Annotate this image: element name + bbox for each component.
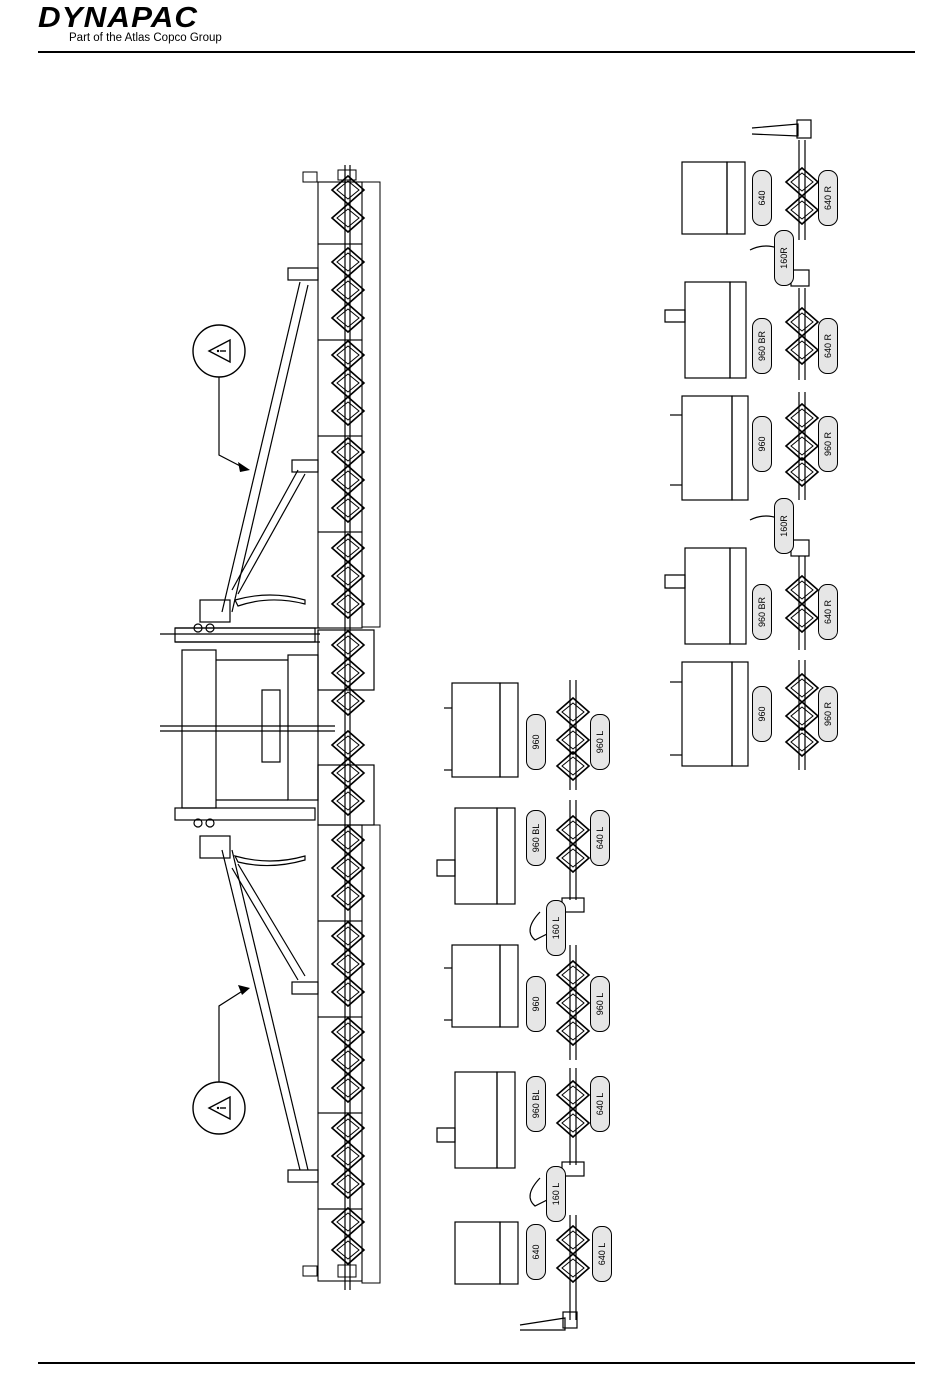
part-label: 960 BR [752,584,772,640]
part-label: 960 BL [526,1076,546,1132]
part-label: 640 [752,170,772,226]
warning-icon [193,325,250,472]
part-label: 640 R [818,584,838,640]
warning-icon [193,985,250,1134]
part-label: 640 R [818,170,838,226]
part-label: 160R [774,498,794,554]
part-label: 640 R [818,318,838,374]
part-label: 640 [526,1224,546,1280]
part-label: 160R [774,230,794,286]
main-auger-flights [332,176,364,1264]
part-label: 960 R [818,416,838,472]
part-label: 640 L [590,1076,610,1132]
part-label: 960 [752,416,772,472]
right-exploded-parts [665,120,818,770]
part-label: 960 BR [752,318,772,374]
part-label: 640 L [592,1226,612,1282]
part-label: 960 L [590,976,610,1032]
main-screed-assembly [160,165,380,1290]
part-label: 960 [526,976,546,1032]
part-label: 960 L [590,714,610,770]
part-label: 640 L [590,810,610,866]
left-exploded-parts [437,680,589,1330]
part-label: 960 R [818,686,838,742]
part-label: 960 [752,686,772,742]
part-label: 960 BL [526,810,546,866]
part-label: 160 L [546,900,566,956]
part-label: 160 L [546,1166,566,1222]
part-label: 960 [526,714,546,770]
